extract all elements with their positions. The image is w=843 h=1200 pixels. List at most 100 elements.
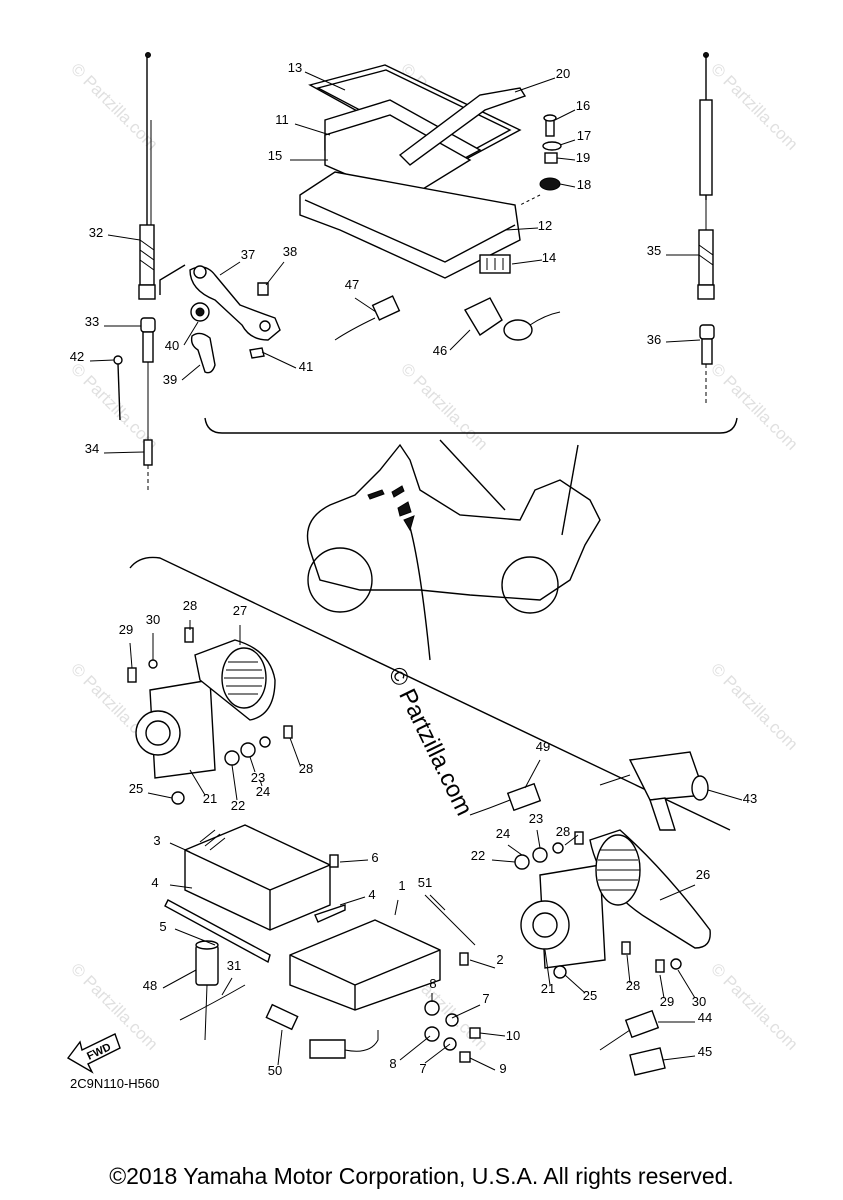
callout-number[interactable]: 30 (146, 612, 160, 627)
callout-number[interactable]: 15 (268, 148, 282, 163)
fwd-label: FWD (85, 1041, 113, 1062)
callout-number[interactable]: 12 (538, 218, 552, 233)
callout-number[interactable]: 28 (183, 598, 197, 613)
leader-line (559, 183, 576, 188)
leader-line (507, 844, 523, 856)
callout-number[interactable]: 20 (556, 66, 570, 81)
leader-line (304, 71, 346, 91)
callout-number[interactable]: 22 (231, 798, 245, 813)
callout-number[interactable]: 24 (496, 826, 510, 841)
leader-line (249, 756, 256, 773)
callout-number[interactable]: 4 (151, 875, 158, 890)
callout-number[interactable]: 38 (283, 244, 297, 259)
callout-number[interactable]: 4 (368, 887, 375, 902)
callout-number[interactable]: 25 (129, 781, 143, 796)
callout-number[interactable]: 14 (542, 250, 556, 265)
leader-line (103, 451, 145, 454)
leader-line (181, 364, 201, 381)
leader-line (261, 351, 297, 369)
leader-line (556, 157, 576, 161)
callout-number[interactable]: 34 (85, 441, 99, 456)
callout-number[interactable]: 32 (89, 225, 103, 240)
leader-line (504, 227, 539, 231)
leader-line (174, 928, 216, 946)
callout-number[interactable]: 5 (159, 919, 166, 934)
callout-number[interactable]: 3 (153, 833, 160, 848)
callout-number[interactable]: 33 (85, 314, 99, 329)
antenna-bracket (159, 264, 281, 374)
leader-line (469, 959, 496, 969)
callout-number[interactable]: 45 (698, 1044, 712, 1059)
callout-number[interactable]: 28 (299, 761, 313, 776)
callout-number[interactable]: 21 (541, 981, 555, 996)
leader-line (339, 896, 366, 906)
callout-number[interactable]: 28 (626, 978, 640, 993)
callout-number[interactable]: 29 (119, 622, 133, 637)
connector-49 (469, 782, 542, 816)
leader-line (147, 792, 173, 799)
amplifier-3 (164, 824, 346, 964)
callout-number[interactable]: 1 (398, 878, 405, 893)
callout-number[interactable]: 2 (496, 952, 503, 967)
callout-number[interactable]: 27 (233, 603, 247, 618)
leader-line (277, 1029, 283, 1066)
callout-number[interactable]: 7 (419, 1061, 426, 1076)
callout-number[interactable]: 8 (429, 976, 436, 991)
callout-number[interactable]: 39 (163, 372, 177, 387)
leader-line (169, 884, 193, 889)
leader-line (662, 1055, 696, 1061)
callout-number[interactable]: 18 (577, 177, 591, 192)
callout-number[interactable]: 23 (251, 770, 265, 785)
leader-line (659, 884, 696, 901)
leader-line (394, 899, 399, 916)
callout-number[interactable]: 13 (288, 60, 302, 75)
leader-line (265, 261, 285, 286)
callout-number[interactable]: 51 (418, 875, 432, 890)
callout-number[interactable]: 9 (499, 1061, 506, 1076)
callout-number[interactable]: 26 (696, 867, 710, 882)
callout-number[interactable]: 23 (529, 811, 543, 826)
leader-line (294, 123, 331, 136)
callout-number[interactable]: 28 (556, 824, 570, 839)
leader-line (169, 842, 191, 853)
callout-number[interactable]: 44 (698, 1010, 712, 1025)
callout-number[interactable]: 6 (371, 850, 378, 865)
callout-number[interactable]: 43 (743, 791, 757, 806)
callout-number[interactable]: 36 (647, 332, 661, 347)
callout-number[interactable]: 35 (647, 243, 661, 258)
speaker-right (514, 829, 711, 979)
sensor-47 (334, 295, 401, 341)
callout-number[interactable]: 47 (345, 277, 359, 292)
leader-line (536, 829, 541, 849)
connector-50 (265, 1003, 379, 1059)
callout-number[interactable]: 31 (227, 958, 241, 973)
callout-number[interactable]: 25 (583, 988, 597, 1003)
watermark: © Partzilla.com (707, 359, 801, 453)
callout-number[interactable]: 7 (482, 991, 489, 1006)
callout-number[interactable]: 11 (275, 112, 289, 127)
leader-line (491, 859, 516, 863)
callout-number[interactable]: 16 (576, 98, 590, 113)
relay-46 (464, 297, 561, 341)
callout-number[interactable]: 21 (203, 791, 217, 806)
leader-line (559, 139, 576, 146)
leader-line (469, 1057, 496, 1071)
callout-number[interactable]: 37 (241, 247, 255, 262)
callout-number[interactable]: 46 (433, 343, 447, 358)
callout-number[interactable]: 41 (299, 359, 313, 374)
callout-number[interactable]: 40 (165, 338, 179, 353)
callout-number[interactable]: 24 (256, 784, 270, 799)
callout-number[interactable]: 29 (660, 994, 674, 1009)
callout-number[interactable]: 30 (692, 994, 706, 1009)
callout-number[interactable]: 17 (577, 128, 591, 143)
callout-number[interactable]: 19 (576, 150, 590, 165)
callout-number[interactable]: 49 (536, 739, 550, 754)
leader-line (659, 974, 665, 999)
callout-number[interactable]: 42 (70, 349, 84, 364)
callout-number[interactable]: 22 (471, 848, 485, 863)
callout-number[interactable]: 10 (506, 1028, 520, 1043)
callout-number[interactable]: 8 (389, 1056, 396, 1071)
callout-number[interactable]: 50 (268, 1063, 282, 1078)
callout-number[interactable]: 48 (143, 978, 157, 993)
